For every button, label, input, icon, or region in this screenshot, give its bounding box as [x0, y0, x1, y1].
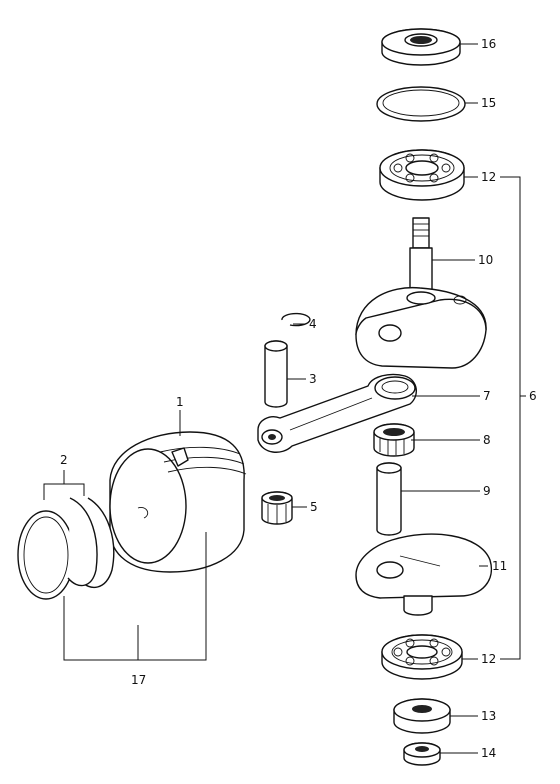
- callout-10: 10: [478, 253, 493, 267]
- needle-bearing-small-end: [261, 491, 293, 525]
- callout-5: 5: [310, 500, 318, 514]
- o-ring: [376, 86, 466, 122]
- callout-11: 11: [492, 559, 507, 573]
- piston-pin: [264, 340, 288, 408]
- leader-lines: [43, 43, 526, 754]
- callout-9: 9: [483, 484, 491, 498]
- callout-14: 14: [481, 746, 496, 760]
- callout-12-upper: 12: [481, 170, 496, 184]
- callout-17: 17: [131, 673, 146, 687]
- oil-seal-top: [381, 28, 461, 66]
- callout-12-lower: 12: [481, 652, 496, 666]
- connecting-rod: [257, 373, 417, 453]
- small-seal: [403, 742, 441, 766]
- callout-13: 13: [481, 709, 496, 723]
- callout-labels: 16 15 12 10 4 3 7 6 1 8 2 9 5 11 17 12 1…: [60, 37, 537, 760]
- callout-7: 7: [483, 389, 491, 403]
- crankshaft-lower: [355, 533, 492, 616]
- piston: [109, 431, 247, 573]
- callout-15: 15: [481, 96, 496, 110]
- crankshaft-upper: [355, 217, 487, 369]
- piston-pin-clip: [281, 312, 311, 327]
- callout-1: 1: [176, 395, 184, 409]
- ball-bearing-lower: [381, 634, 463, 680]
- callout-4: 4: [309, 317, 317, 331]
- callout-2: 2: [60, 453, 68, 467]
- needle-bearing-big-end: [373, 423, 415, 457]
- callout-16: 16: [481, 37, 496, 51]
- piston-rings: [17, 497, 115, 600]
- callout-8: 8: [483, 433, 491, 447]
- crank-pin: [376, 462, 402, 536]
- ball-bearing-upper: [379, 149, 465, 201]
- callout-6: 6: [529, 389, 537, 403]
- oil-seal-lower: [393, 698, 451, 734]
- callout-3: 3: [309, 372, 317, 386]
